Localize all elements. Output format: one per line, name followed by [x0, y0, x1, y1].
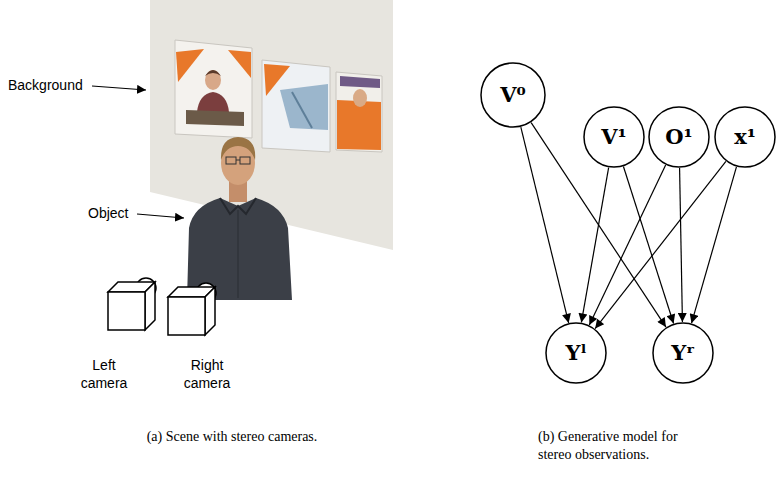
- node-outline: [584, 107, 644, 167]
- placket: [238, 210, 239, 298]
- node-outline: [649, 107, 709, 167]
- leader-arrow: [92, 86, 146, 90]
- camera-label: Left camera: [76, 357, 132, 392]
- variable-node: V¹: [583, 106, 645, 168]
- poster-figure: [197, 92, 229, 112]
- variable-node: Yˡ: [545, 322, 607, 384]
- poster: [336, 72, 382, 152]
- poster-image: [280, 84, 328, 130]
- subfigure-caption: (a) Scene with stereo cameras.: [112, 428, 352, 446]
- dependency-arrow: [692, 167, 737, 323]
- camera-front: [168, 297, 205, 335]
- poster-image: [337, 100, 381, 150]
- node-outline: [546, 323, 606, 383]
- poster-desk: [186, 110, 244, 126]
- glasses: [236, 160, 240, 161]
- variable-symbol: Yˡ: [565, 341, 586, 364]
- poster-figure: [353, 89, 367, 107]
- glasses: [226, 157, 236, 164]
- variable-node: V⁰: [480, 62, 546, 128]
- poster-figure: [205, 70, 221, 76]
- camera-side: [205, 287, 215, 335]
- poster-image: [292, 92, 312, 128]
- poster-stripe: [176, 49, 204, 82]
- dependency-arrow: [589, 165, 665, 325]
- variable-node: Yʳ: [652, 322, 714, 384]
- poster: [175, 40, 252, 138]
- dependency-arrow: [521, 127, 569, 323]
- variable-symbol: V¹: [601, 125, 627, 148]
- variable-node: O¹: [648, 106, 710, 168]
- poster: [262, 60, 330, 152]
- callout-label: Object: [88, 205, 128, 223]
- subfigure-caption: (b) Generative model for stereo observat…: [538, 428, 710, 463]
- person-object: [187, 137, 292, 300]
- variable-symbol: Yʳ: [671, 341, 695, 364]
- left-camera: [108, 278, 156, 330]
- poster-stripe: [228, 50, 251, 78]
- camera-front: [108, 292, 145, 330]
- leader-arrow: [137, 214, 184, 218]
- variable-symbol: x¹: [734, 125, 756, 148]
- node-outline: [715, 107, 775, 167]
- node-outline: [653, 323, 713, 383]
- glasses: [240, 157, 250, 164]
- dependency-arrow: [595, 161, 726, 328]
- variable-symbol: O¹: [665, 125, 693, 148]
- dependency-arrow: [581, 168, 608, 323]
- variable-node: x¹: [714, 106, 776, 168]
- dependency-arrow: [623, 167, 673, 324]
- poster-image: [340, 76, 380, 88]
- node-outline: [481, 63, 545, 127]
- variable-symbol: V⁰: [500, 83, 526, 106]
- camera-side: [145, 282, 155, 330]
- callout-label: Background: [8, 77, 83, 95]
- camera-label: Right camera: [176, 357, 238, 392]
- dependency-arrow: [680, 168, 683, 322]
- right-camera: [168, 283, 216, 335]
- poster-figure: [205, 70, 221, 90]
